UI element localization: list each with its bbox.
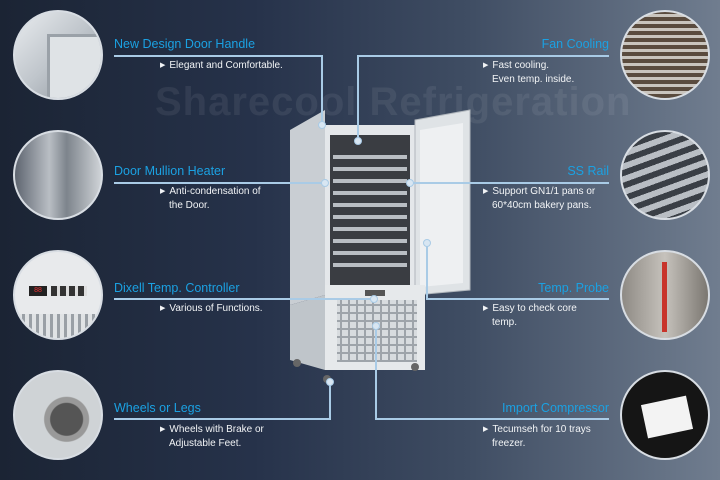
blast-freezer-illustration: [290, 109, 471, 383]
bullet-icon: ▶: [483, 426, 489, 433]
bullet-icon: ▶: [160, 188, 166, 195]
door-handle-photo: [13, 10, 103, 100]
fan-photo: [620, 10, 710, 100]
compressor-title: Import Compressor: [502, 401, 609, 415]
compressor-photo: [620, 370, 710, 460]
probe-photo: [620, 250, 710, 340]
bullet-icon: ▶: [160, 426, 166, 433]
bullet-icon: ▶: [483, 188, 489, 195]
door-handle-desc: ▶Elegant and Comfortable.: [160, 60, 283, 71]
bullet-icon: ▶: [483, 305, 489, 312]
rail-title: SS Rail: [567, 164, 609, 178]
bullet-icon: ▶: [160, 305, 166, 312]
controller-desc: ▶Various of Functions.: [160, 303, 263, 314]
wheels-photo: [13, 370, 103, 460]
fan-title: Fan Cooling: [541, 37, 609, 51]
watermark: Sharecool Refrigeration: [155, 80, 632, 124]
mullion-heater-title: Door Mullion Heater: [114, 164, 226, 178]
door-handle-title: New Design Door Handle: [114, 37, 256, 51]
fan-desc: ▶Fast cooling.Even temp. inside.: [483, 60, 575, 85]
controller-photo: 88: [13, 250, 103, 340]
controller-title: Dixell Temp. Controller: [114, 281, 240, 295]
rail-photo: [620, 130, 710, 220]
bullet-icon: ▶: [483, 62, 489, 69]
bullet-icon: ▶: [160, 62, 166, 69]
mullion-heater-photo: [13, 130, 103, 220]
probe-title: Temp. Probe: [538, 281, 609, 295]
wheels-title: Wheels or Legs: [114, 401, 201, 415]
